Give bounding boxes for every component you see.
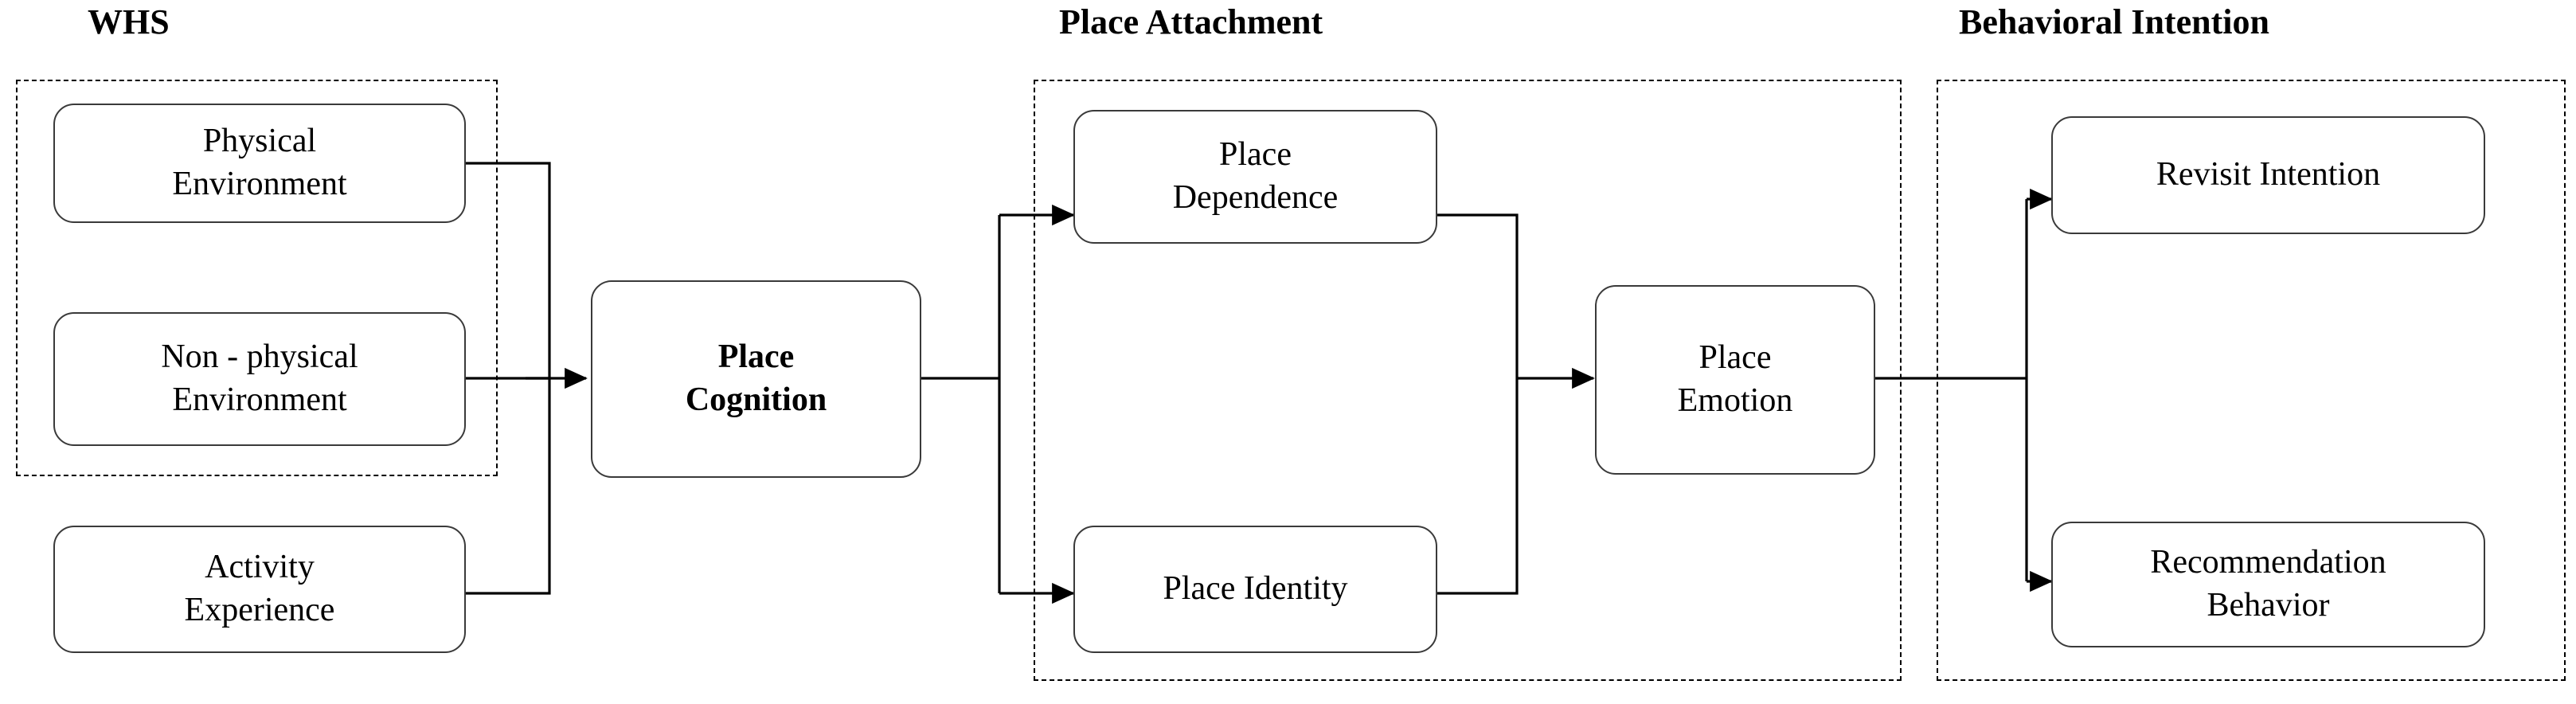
node-place-cognition-label: Place Cognition <box>600 336 912 422</box>
node-place-emotion-line2: Emotion <box>1677 382 1793 419</box>
node-place-dependence[interactable]: Place Dependence <box>1073 110 1437 244</box>
node-place-identity-label: Place Identity <box>1163 570 1348 608</box>
node-recommendation-behavior-label: Recommendation Behavior <box>2061 542 2476 628</box>
node-place-emotion-line1: Place <box>1698 339 1772 377</box>
node-revisit-intention-label: Revisit Intention <box>2156 156 2381 194</box>
node-physical-environment-label: Physical Environment <box>63 120 456 206</box>
node-activity-experience-label: Activity Experience <box>63 546 456 632</box>
node-activity-experience-line2: Experience <box>184 592 335 628</box>
group-title-place-attachment: Place Attachment <box>1059 2 1323 41</box>
group-title-whs: WHS <box>88 2 170 41</box>
group-frame-behavioral-intention <box>1937 80 2566 681</box>
node-nonphysical-environment-label: Non - physical Environment <box>63 336 456 422</box>
node-nonphysical-environment-line1: Non - physical <box>161 338 358 376</box>
node-place-emotion-label: Place Emotion <box>1605 337 1866 423</box>
node-physical-environment-line1: Physical <box>202 123 317 160</box>
node-recommendation-behavior-line1: Recommendation <box>2150 544 2386 581</box>
node-physical-environment-line2: Environment <box>172 166 347 202</box>
node-place-dependence-line2: Dependence <box>1172 179 1339 216</box>
node-place-cognition-line1: Place <box>717 338 795 376</box>
node-place-dependence-line1: Place <box>1219 136 1292 174</box>
group-frame-place-attachment <box>1034 80 1902 681</box>
node-activity-experience-line1: Activity <box>205 549 315 586</box>
node-nonphysical-environment[interactable]: Non - physical Environment <box>53 312 466 446</box>
node-place-identity[interactable]: Place Identity <box>1073 526 1437 653</box>
node-place-cognition-line2: Cognition <box>685 381 827 418</box>
node-place-dependence-label: Place Dependence <box>1083 134 1428 220</box>
node-physical-environment[interactable]: Physical Environment <box>53 104 466 223</box>
node-place-cognition[interactable]: Place Cognition <box>591 280 921 478</box>
node-place-emotion[interactable]: Place Emotion <box>1595 285 1875 475</box>
node-activity-experience[interactable]: Activity Experience <box>53 526 466 653</box>
group-title-behavioral-intention: Behavioral Intention <box>1959 2 2269 41</box>
node-nonphysical-environment-line2: Environment <box>172 381 347 418</box>
node-recommendation-behavior-line2: Behavior <box>2207 587 2330 624</box>
node-recommendation-behavior[interactable]: Recommendation Behavior <box>2051 522 2485 647</box>
node-revisit-intention[interactable]: Revisit Intention <box>2051 116 2485 234</box>
